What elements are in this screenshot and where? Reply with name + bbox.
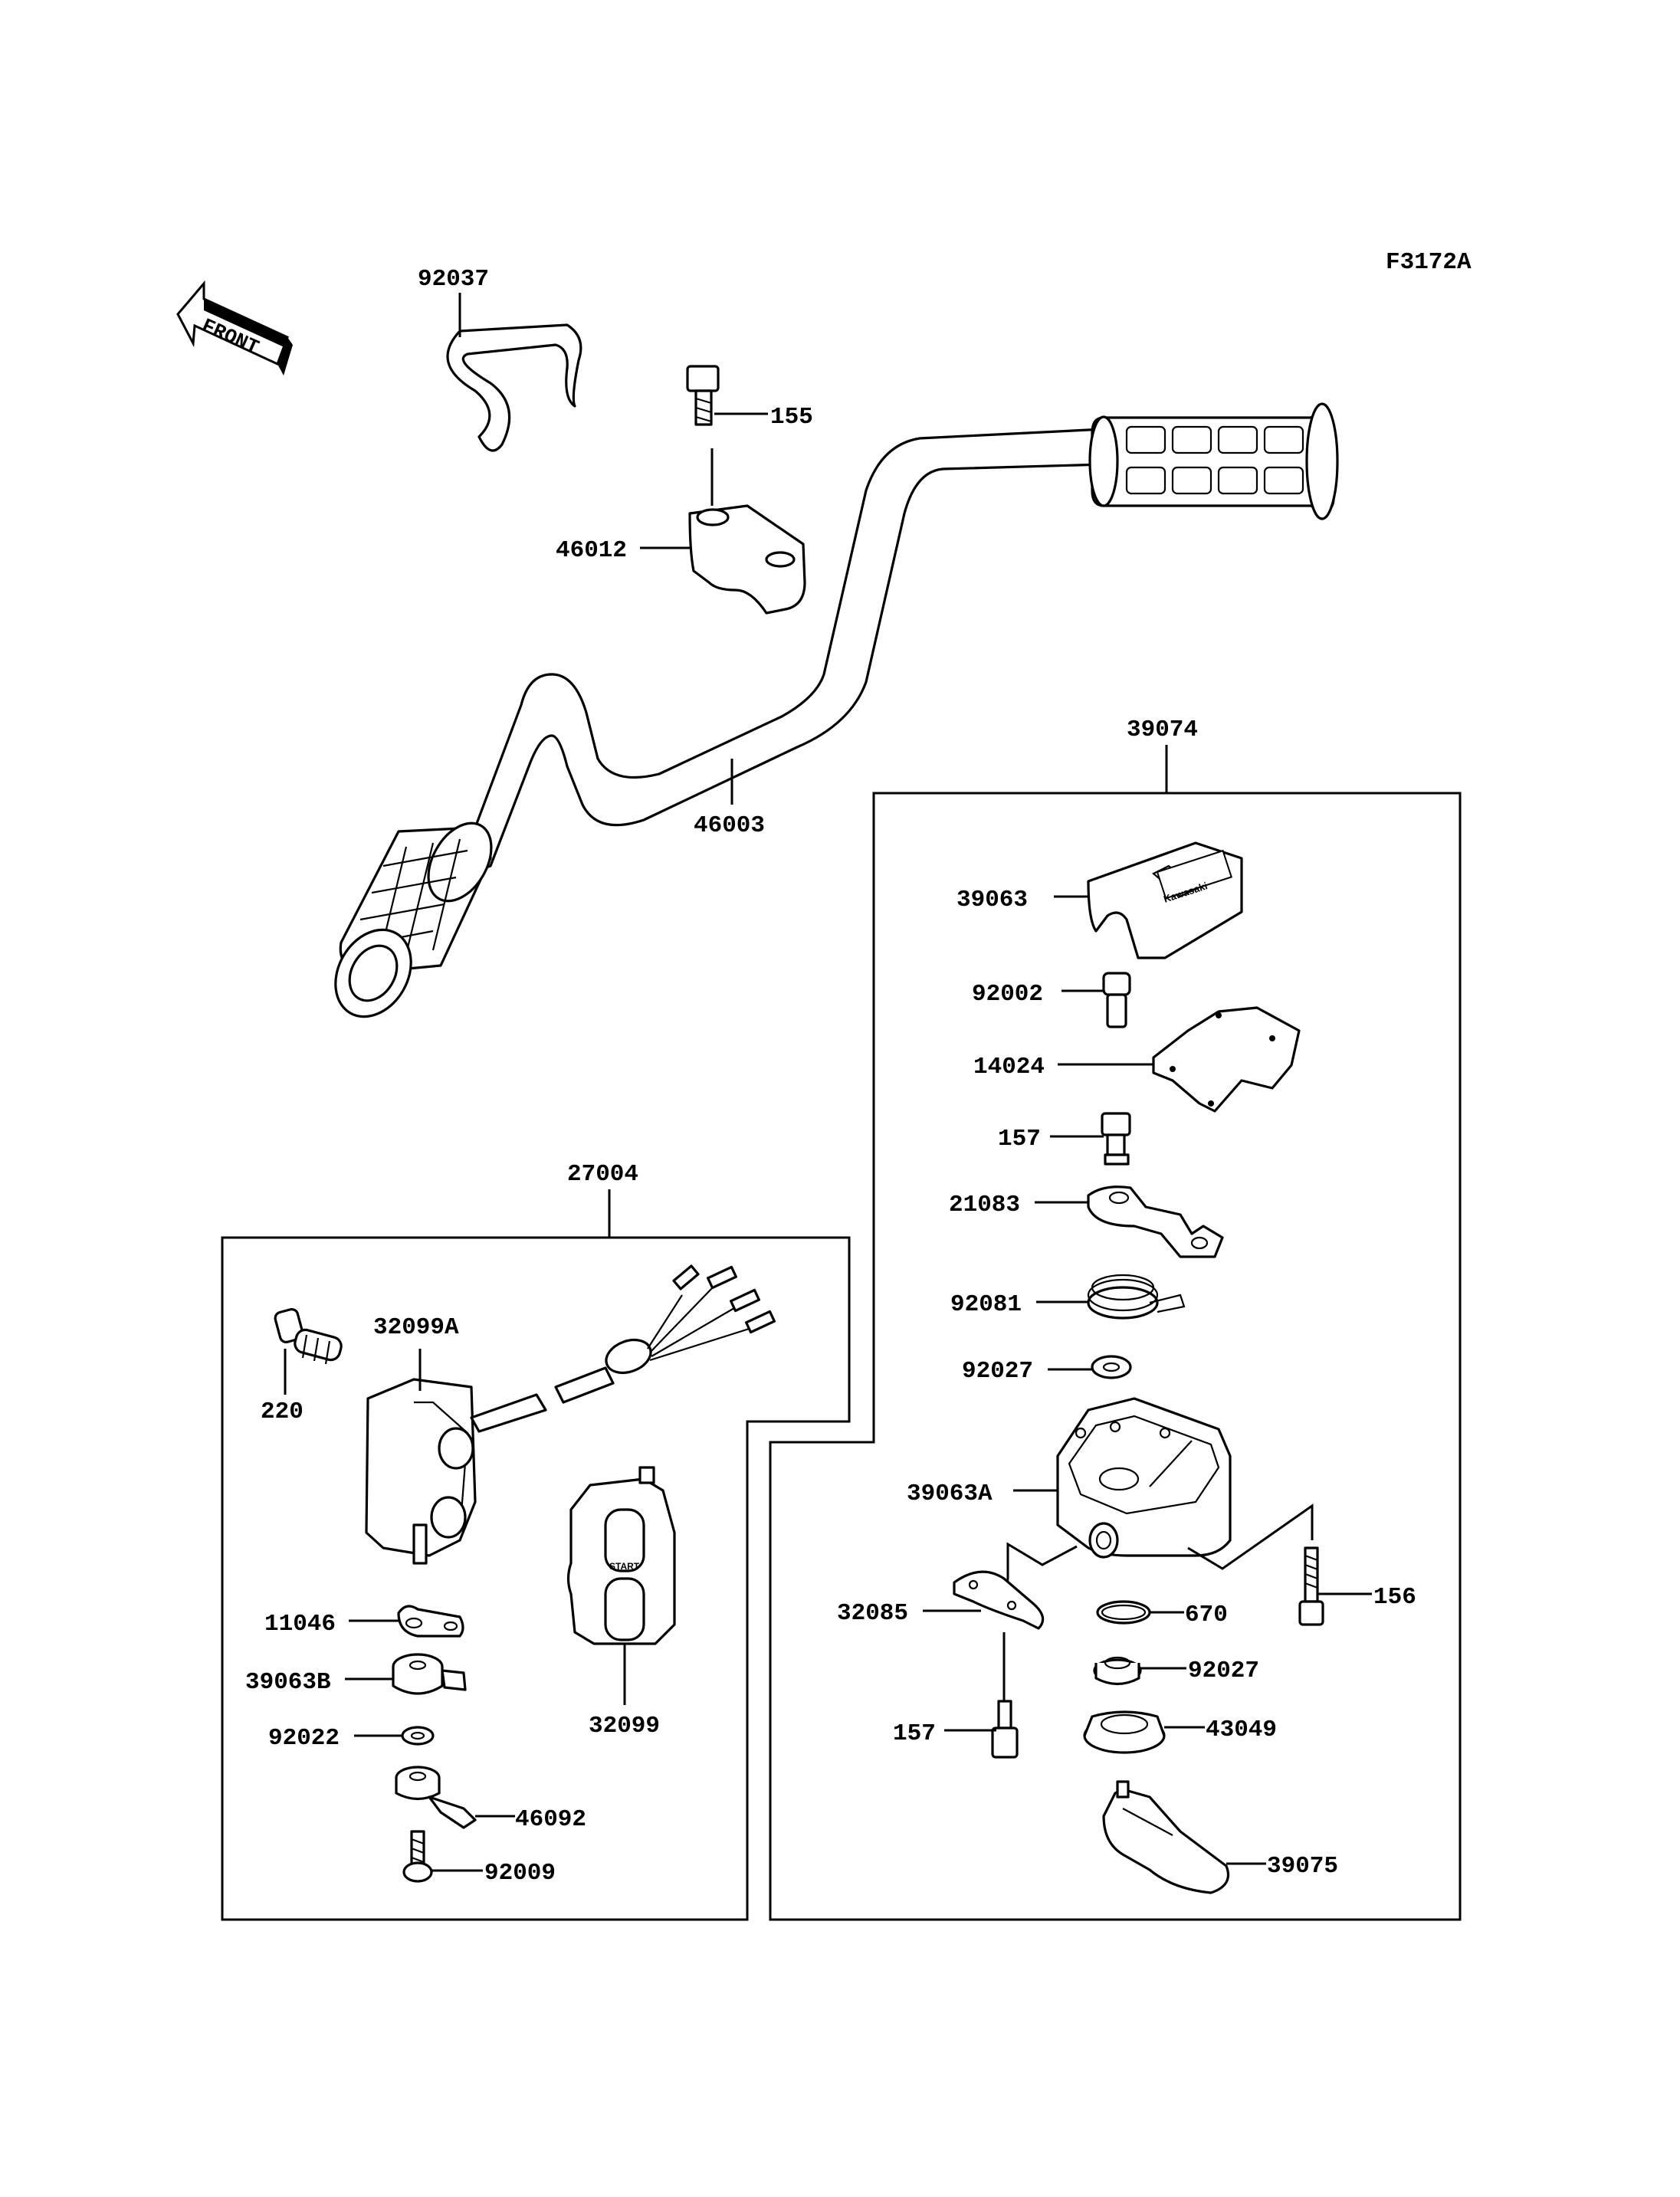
bolt-157-top [1101, 1112, 1131, 1166]
label-39063: 39063 [956, 887, 1028, 913]
switch-32099: START [566, 1466, 676, 1645]
bolt-157-bottom [991, 1700, 1019, 1759]
bolt-220 [274, 1307, 343, 1365]
washer-92027-top [1091, 1355, 1132, 1379]
label-43049: 43049 [1206, 1717, 1277, 1743]
group-box-39074 [769, 792, 1462, 1921]
o-ring-670 [1096, 1600, 1151, 1625]
handlebar-46003 [334, 402, 1339, 1018]
label-92009: 92009 [484, 1860, 556, 1887]
label-220: 220 [261, 1399, 304, 1425]
label-39074: 39074 [1127, 716, 1198, 743]
front-arrow-icon: FRONT [176, 280, 293, 375]
label-27004: 27004 [567, 1161, 638, 1188]
label-92002: 92002 [972, 981, 1043, 1008]
group-box-27004 [221, 1236, 851, 1921]
label-92081: 92081 [950, 1291, 1022, 1318]
lever-46092 [395, 1766, 477, 1829]
cam-39063B [392, 1653, 467, 1695]
label-92027-top: 92027 [962, 1358, 1033, 1385]
label-32099: 32099 [589, 1713, 660, 1740]
bolt-155 [686, 365, 720, 426]
label-11046: 11046 [264, 1611, 336, 1638]
label-46012: 46012 [556, 537, 627, 564]
spring-92081 [1087, 1274, 1186, 1320]
bracket-21083 [1087, 1185, 1224, 1258]
screw-92009 [402, 1830, 433, 1883]
collar-92027-bottom [1093, 1656, 1142, 1686]
clip-92037 [446, 323, 582, 452]
lever-39075 [1102, 1780, 1230, 1894]
start-button-text: START [609, 1561, 640, 1572]
label-92037: 92037 [418, 266, 489, 293]
label-670: 670 [1185, 1602, 1228, 1628]
label-32085: 32085 [837, 1600, 908, 1627]
figure-code: F3172A [1386, 249, 1472, 276]
label-92022: 92022 [268, 1725, 340, 1752]
label-39075: 39075 [1267, 1853, 1338, 1880]
label-157-bottom: 157 [893, 1720, 936, 1747]
label-32099A: 32099A [373, 1314, 459, 1341]
housing-39063A [1056, 1397, 1232, 1559]
switch-32099A [365, 1264, 776, 1565]
label-46003: 46003 [694, 812, 765, 839]
cover-39063: Kawasaki [1087, 841, 1243, 959]
clamp-46012 [688, 504, 806, 615]
gasket-14024 [1152, 1006, 1301, 1113]
label-46092: 46092 [515, 1806, 586, 1833]
screw-92002 [1102, 972, 1131, 1028]
label-92027-bottom: 92027 [1188, 1658, 1259, 1684]
label-39063B: 39063B [245, 1669, 331, 1696]
label-39063A: 39063A [907, 1481, 993, 1507]
label-21083: 21083 [949, 1192, 1020, 1218]
plate-11046 [397, 1605, 464, 1638]
plate-32085 [953, 1570, 1045, 1630]
label-155: 155 [770, 404, 813, 431]
washer-92022 [401, 1726, 435, 1746]
label-14024: 14024 [973, 1054, 1045, 1080]
label-156: 156 [1373, 1584, 1416, 1611]
bolt-156 [1298, 1546, 1324, 1626]
label-157-top: 157 [998, 1126, 1041, 1153]
seal-43049 [1083, 1710, 1166, 1754]
